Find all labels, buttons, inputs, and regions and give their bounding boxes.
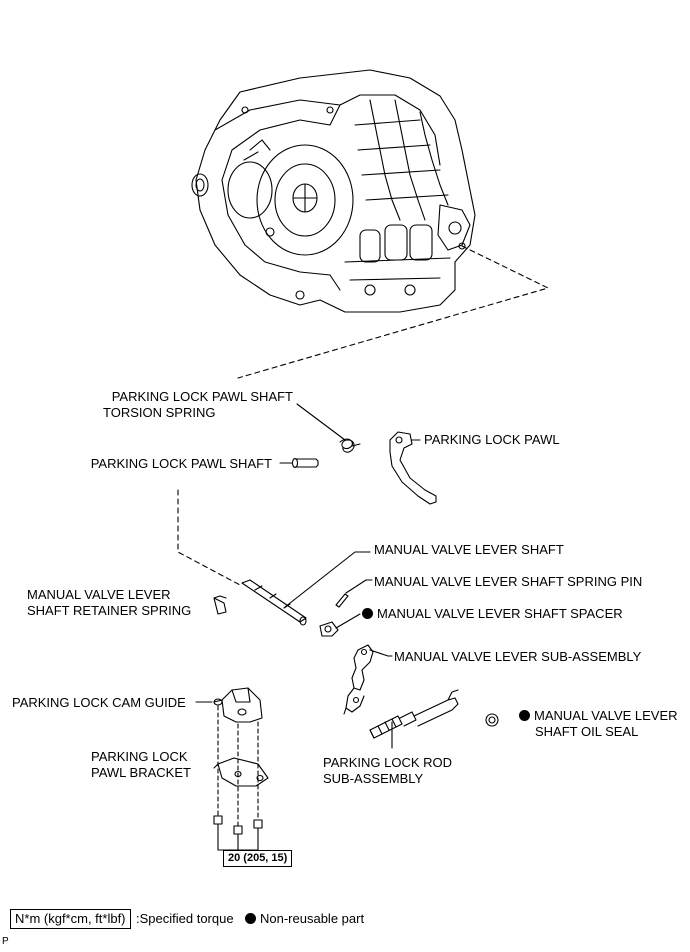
label-cam-guide: PARKING LOCK CAM GUIDE (12, 695, 186, 710)
label-pawl-bracket-line2: PAWL BRACKET (91, 765, 191, 780)
spacer-drawing (319, 621, 339, 637)
torsion-spring-drawing (339, 438, 361, 453)
label-parking-rod-line1: PARKING LOCK ROD (323, 755, 453, 770)
label-spacer-text: MANUAL VALVE LEVER SHAFT SPACER (377, 606, 623, 621)
lever-shaft-drawing (241, 579, 307, 626)
oil-seal-drawing (485, 713, 499, 727)
pawl-bracket-drawing (213, 757, 269, 787)
label-parking-rod-line2: SUB-ASSEMBLY (323, 771, 424, 786)
nonreusable-dot-icon (362, 608, 373, 619)
label-lever-shaft: MANUAL VALVE LEVER SHAFT (374, 542, 564, 557)
label-torsion-spring-line2: TORSION SPRING (103, 405, 216, 420)
footer-code: P (2, 936, 9, 947)
leader-torsion-spring (296, 403, 346, 441)
pawl-shaft-dashed-line (177, 489, 241, 586)
transaxle-housing (191, 69, 476, 313)
label-oil-seal-line2: SHAFT OIL SEAL (535, 724, 639, 739)
leader-lever-sub (369, 649, 393, 657)
label-retainer-spring-line1: MANUAL VALVE LEVER (27, 587, 171, 602)
legend-nonreusable-text: Non-reusable part (260, 911, 365, 926)
pawl-shaft-drawing (279, 457, 319, 469)
parking-rod-drawing (369, 689, 459, 739)
label-retainer-spring-line2: SHAFT RETAINER SPRING (27, 603, 192, 618)
label-spring-pin: MANUAL VALVE LEVER SHAFT SPRING PIN (374, 574, 643, 589)
parking-pawl-drawing (389, 431, 437, 505)
retainer-spring-drawing (213, 595, 227, 615)
leader-lever-shaft (284, 551, 371, 608)
cam-guide-drawing (213, 687, 263, 723)
bolts-drawing (213, 815, 263, 851)
label-parking-lock-pawl: PARKING LOCK PAWL (424, 432, 560, 447)
legend-nonreusable: Non-reusable part (245, 911, 364, 927)
label-pawl-shaft: PARKING LOCK PAWL SHAFT (90, 456, 272, 471)
legend-specified-torque: :Specified torque (136, 911, 234, 926)
nonreusable-dot-icon (245, 913, 256, 924)
bolt-alignment-lines (217, 705, 259, 827)
label-spacer: MANUAL VALVE LEVER SHAFT SPACER (362, 606, 623, 622)
lever-sub-drawing (343, 644, 374, 715)
legend-unit-box: N*m (kgf*cm, ft*lbf) (10, 909, 131, 929)
leader-spacer (335, 613, 361, 629)
callout-dashed-line (237, 245, 549, 379)
label-lever-sub: MANUAL VALVE LEVER SUB-ASSEMBLY (394, 649, 642, 664)
label-torsion-spring-line1: PARKING LOCK PAWL SHAFT (111, 389, 293, 404)
nonreusable-dot-icon (519, 710, 530, 721)
label-pawl-bracket-line1: PARKING LOCK (91, 749, 188, 764)
torque-spec-box: 20 (205, 15) (223, 850, 293, 867)
label-oil-seal-text: MANUAL VALVE LEVER (534, 708, 678, 723)
leader-spring-pin (345, 579, 373, 594)
spring-pin-drawing (335, 593, 349, 608)
label-oil-seal-line1: MANUAL VALVE LEVER (519, 708, 678, 724)
